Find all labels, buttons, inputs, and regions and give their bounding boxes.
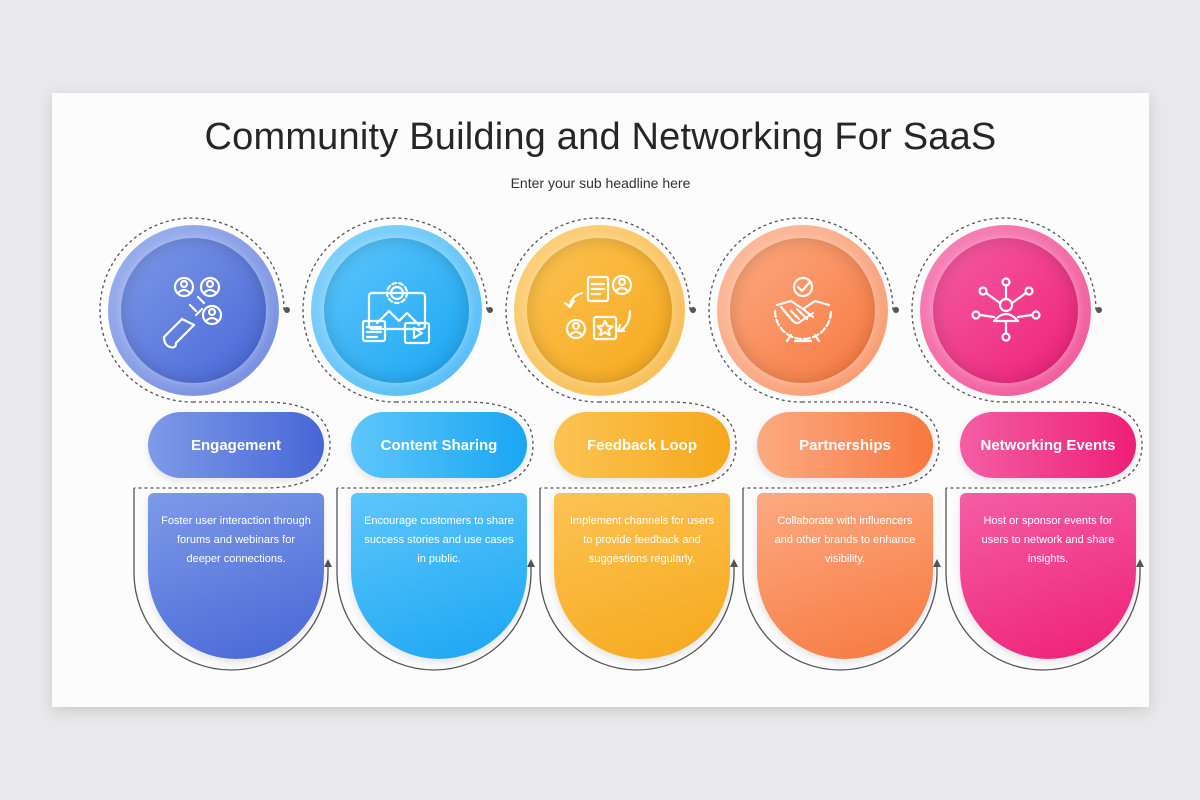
card-outline — [133, 488, 329, 671]
arrow-head — [324, 559, 332, 567]
step-content-sharing: Content Sharing Encourage customers to s… — [297, 93, 535, 707]
step-engagement: Engagement Foster user interaction throu… — [94, 93, 332, 707]
arrow-head — [527, 559, 535, 567]
step-description: Implement channels for users to provide … — [569, 515, 715, 565]
pill-dashed-outline — [946, 401, 1143, 489]
step-card — [351, 493, 527, 659]
arrow-head — [933, 559, 941, 567]
step-card — [960, 493, 1136, 659]
dashed-connector — [99, 217, 332, 671]
slide: Community Building and Networking For Sa… — [52, 93, 1149, 707]
connector-dot — [284, 307, 290, 313]
step-networking-events: Networking Events Host or sponsor events… — [906, 93, 1144, 707]
circle-dashed-arc — [708, 217, 894, 403]
page-subtitle: Enter your sub headline here — [510, 175, 691, 191]
handshake-gear-icon — [773, 276, 833, 343]
dashed-connector — [708, 217, 941, 671]
step-card — [148, 493, 324, 659]
connector-dot — [1096, 307, 1102, 313]
step-label-pill: Engagement — [148, 412, 324, 478]
step-description: Host or sponsor events for users to netw… — [981, 515, 1115, 565]
circle-dashed-arc — [302, 217, 488, 403]
step-feedback-loop: Feedback Loop Implement channels for use… — [500, 93, 738, 707]
step-description: Collaborate with influencers and other b… — [774, 515, 916, 565]
arrow-head — [1136, 559, 1144, 567]
user-network-magnet-icon — [162, 276, 223, 349]
card-outline — [742, 488, 938, 671]
pill-dashed-outline — [540, 401, 737, 489]
step-label-pill: Content Sharing — [351, 412, 527, 478]
pill-dashed-outline — [743, 401, 940, 489]
step-disc — [121, 238, 266, 383]
step-disc — [324, 238, 469, 383]
card-outline — [539, 488, 735, 671]
dashed-connector — [505, 217, 738, 671]
step-label-pill: Partnerships — [757, 412, 933, 478]
step-label: Partnerships — [799, 436, 891, 454]
arrow-head — [730, 559, 738, 567]
pill-dashed-outline — [134, 401, 331, 489]
step-label-pill: Feedback Loop — [554, 412, 730, 478]
step-description: Encourage customers to share success sto… — [364, 515, 514, 565]
content-media-icon — [361, 281, 431, 345]
connector-dot — [690, 307, 696, 313]
step-disc — [730, 238, 875, 383]
circle-dashed-arc — [911, 217, 1097, 403]
step-label: Engagement — [190, 436, 281, 454]
card-outline — [945, 488, 1141, 671]
step-label: Networking Events — [980, 436, 1116, 454]
network-hub-icon — [971, 277, 1041, 342]
pill-dashed-outline — [337, 401, 534, 489]
circle-dashed-arc — [99, 217, 285, 403]
card-outline — [336, 488, 532, 671]
step-label: Feedback Loop — [586, 436, 698, 454]
connector-dot — [893, 307, 899, 313]
step-card — [554, 493, 730, 659]
dashed-connector — [302, 217, 535, 671]
step-partnerships: Partnerships Collaborate with influencer… — [703, 93, 941, 707]
circle-dashed-arc — [505, 217, 691, 403]
page-title: Community Building and Networking For Sa… — [204, 116, 997, 158]
step-label: Content Sharing — [380, 436, 498, 454]
step-description: Foster user interaction through forums a… — [161, 515, 311, 565]
feedback-loop-icon — [563, 274, 633, 341]
connector-dot — [487, 307, 493, 313]
step-label-pill: Networking Events — [960, 412, 1136, 478]
step-card — [757, 493, 933, 659]
dashed-connector — [911, 217, 1144, 671]
step-disc — [527, 238, 672, 383]
